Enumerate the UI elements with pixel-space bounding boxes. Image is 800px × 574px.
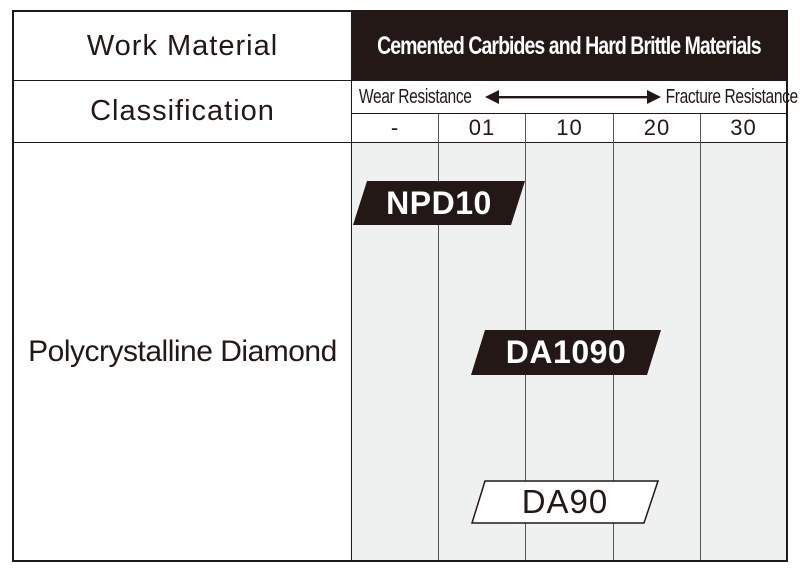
double-arrow-icon	[485, 90, 661, 104]
parallelogram-shape	[353, 181, 525, 225]
divider	[14, 80, 786, 81]
wear-resistance-label: Wear Resistance	[358, 85, 472, 108]
product-name: DA90	[521, 483, 609, 520]
product-badge-da90[interactable]: DA90	[471, 480, 659, 524]
material-group-header: Cemented Carbides and Hard Brittle Mater…	[351, 12, 786, 80]
divider	[352, 113, 786, 114]
grade-header: 30	[730, 115, 757, 140]
product-name: NPD10	[386, 184, 492, 221]
classification-value: Polycrystalline Diamond	[28, 334, 337, 368]
parallelogram-shape	[471, 330, 661, 375]
material-group-label: Cemented Carbides and Hard Brittle Mater…	[376, 31, 762, 60]
work-material-label: Work Material	[86, 29, 279, 62]
column-line	[700, 114, 701, 560]
product-name: DA1090	[505, 334, 627, 370]
product-badge-npd10[interactable]: NPD10	[353, 181, 525, 225]
parallelogram-shape	[471, 480, 659, 524]
grade-header: 01	[468, 115, 496, 140]
grade-header: -	[390, 115, 400, 140]
fracture-resistance-label: Fracture Resistance	[665, 85, 799, 108]
resistance-scale: Wear Resistance Fracture Resistance	[352, 81, 799, 113]
grade-header: 20	[643, 115, 671, 140]
grade-header: 10	[556, 115, 583, 140]
classification-label: Classification	[90, 95, 275, 127]
table-frame	[12, 10, 788, 562]
divider	[351, 12, 352, 560]
product-badge-da1090[interactable]: DA1090	[471, 330, 661, 375]
divider	[14, 142, 786, 143]
column-line	[438, 114, 439, 560]
